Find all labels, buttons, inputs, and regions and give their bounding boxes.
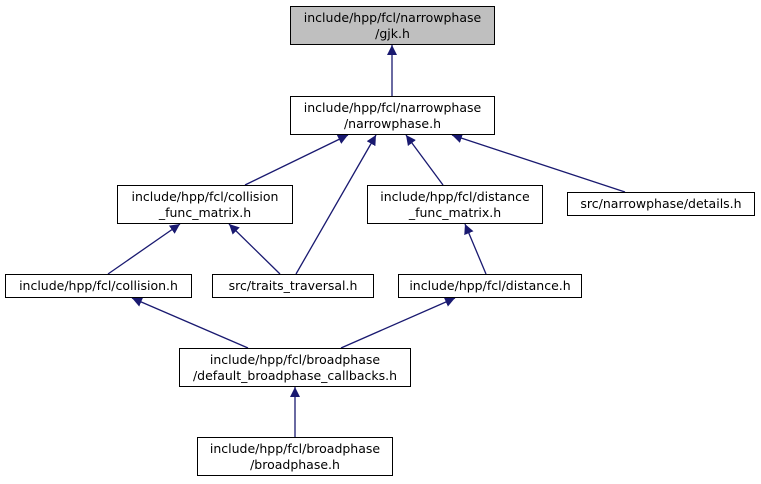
node-broadphase-h[interactable]: include/hpp/fcl/broadphase /broadphase.h [197, 437, 393, 476]
node-narrowphase-h-line2: /narrowphase.h [343, 115, 442, 131]
edge-default-cb-to-collision [131, 297, 249, 349]
node-traits-traversal-h[interactable]: src/traits_traversal.h [212, 274, 374, 298]
node-gjk-h: include/hpp/fcl/narrowphase /gjk.h [290, 6, 495, 45]
node-gjk-h-line2: /gjk.h [375, 25, 410, 41]
edge-distance-to-distance-fm [464, 223, 487, 275]
node-traits-traversal-h-label: src/traits_traversal.h [228, 278, 358, 293]
node-narrowphase-h-line1: include/hpp/fcl/narrowphase [303, 99, 482, 115]
node-default-broadphase-callbacks-h-line1: include/hpp/fcl/broadphase [209, 351, 381, 367]
node-distance-h[interactable]: include/hpp/fcl/distance.h [398, 274, 582, 298]
node-broadphase-h-line2: /broadphase.h [250, 456, 340, 472]
node-details-h[interactable]: src/narrowphase/details.h [567, 192, 755, 216]
edge-distance-fm-to-narrowphase [405, 134, 444, 186]
edge-traits-to-collision-fm [228, 223, 281, 275]
node-distance-func-matrix-h-line2: _func_matrix.h [408, 204, 502, 220]
node-default-broadphase-callbacks-h-line2: /default_broadphase_callbacks.h [192, 367, 398, 383]
node-distance-h-label: include/hpp/fcl/distance.h [409, 278, 571, 293]
node-collision-h-label: include/hpp/fcl/collision.h [19, 278, 178, 293]
edge-collision-to-collision-fm [107, 223, 181, 275]
node-gjk-h-line1: include/hpp/fcl/narrowphase [303, 9, 482, 25]
edge-details-to-narrowphase [451, 133, 626, 193]
node-collision-func-matrix-h[interactable]: include/hpp/fcl/collision _func_matrix.h [117, 185, 293, 224]
node-collision-func-matrix-h-line2: _func_matrix.h [158, 204, 252, 220]
node-distance-func-matrix-h[interactable]: include/hpp/fcl/distance _func_matrix.h [367, 185, 543, 224]
edge-collision-fm-to-narrowphase [244, 134, 349, 186]
node-details-h-label: src/narrowphase/details.h [580, 196, 742, 211]
node-distance-func-matrix-h-line1: include/hpp/fcl/distance [380, 188, 530, 204]
node-collision-func-matrix-h-line1: include/hpp/fcl/collision [131, 188, 279, 204]
edge-default-cb-to-distance [340, 297, 456, 349]
node-broadphase-h-line1: include/hpp/fcl/broadphase [209, 440, 381, 456]
node-collision-h[interactable]: include/hpp/fcl/collision.h [5, 274, 192, 298]
node-narrowphase-h[interactable]: include/hpp/fcl/narrowphase /narrowphase… [290, 96, 495, 135]
node-default-broadphase-callbacks-h[interactable]: include/hpp/fcl/broadphase /default_broa… [179, 348, 411, 387]
edge-traits-to-narrowphase [295, 134, 377, 275]
